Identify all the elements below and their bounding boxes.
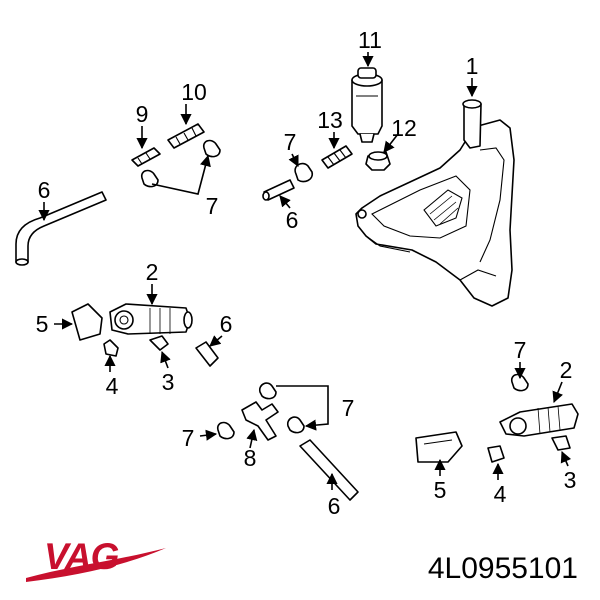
washer-pump bbox=[351, 67, 383, 143]
headlamp-washer-pump-right bbox=[499, 403, 579, 437]
callout-5-right: 5 bbox=[434, 477, 447, 503]
pump-nozzle bbox=[321, 145, 353, 169]
clamp-mid-top bbox=[258, 382, 277, 400]
callout-7-pump: 7 bbox=[284, 129, 297, 155]
callout-6-mid: 6 bbox=[328, 493, 341, 519]
brand-swoosh bbox=[26, 548, 166, 582]
callout-10: 10 bbox=[181, 79, 207, 105]
connector-10 bbox=[167, 123, 205, 149]
bracket-4-left bbox=[103, 339, 119, 357]
callout-12: 12 bbox=[391, 115, 417, 141]
hose-mid bbox=[299, 439, 359, 501]
callout-9: 9 bbox=[136, 101, 149, 127]
clamp-mid-left bbox=[216, 421, 235, 440]
callout-2-right: 2 bbox=[560, 357, 573, 383]
part-number: 4L0955101 bbox=[427, 552, 578, 585]
callout-11: 11 bbox=[358, 27, 382, 53]
connector-9 bbox=[131, 147, 161, 167]
leader-lines bbox=[38, 52, 572, 490]
callout-3-left: 3 bbox=[162, 369, 175, 395]
callout-7-mid: 7 bbox=[342, 395, 355, 421]
cover-5-right bbox=[415, 431, 463, 463]
short-hose bbox=[262, 179, 295, 201]
callout-labels: 1 11 13 12 7 6 9 10 7 6 2 5 4 3 6 7 7 8 … bbox=[36, 27, 577, 519]
callout-2-left: 2 bbox=[146, 259, 159, 285]
short-hose-left bbox=[195, 341, 219, 367]
callout-1: 1 bbox=[466, 53, 479, 79]
clamp-right bbox=[202, 139, 221, 158]
callout-5-left: 5 bbox=[36, 311, 49, 337]
callout-7-right: 7 bbox=[514, 337, 527, 363]
clamp-mid-right bbox=[286, 416, 305, 434]
cover-5-left bbox=[71, 303, 103, 341]
callout-7-top: 7 bbox=[206, 193, 219, 219]
grommet bbox=[365, 151, 391, 171]
brand-logo: VAG bbox=[44, 536, 119, 577]
callout-4-left: 4 bbox=[106, 373, 119, 399]
hose-clamp bbox=[294, 162, 314, 183]
bolt-3-right bbox=[551, 435, 571, 451]
callout-6-pump: 6 bbox=[286, 207, 299, 233]
callout-3-right: 3 bbox=[564, 467, 577, 493]
bolt-3-left bbox=[149, 335, 169, 351]
long-hose-left bbox=[15, 191, 107, 266]
bracket-4-right bbox=[487, 445, 505, 463]
callout-6-left: 6 bbox=[38, 177, 51, 203]
callout-7-mid-left: 7 bbox=[182, 425, 195, 451]
washer-reservoir bbox=[355, 99, 515, 307]
headlamp-washer-pump-left bbox=[109, 303, 193, 335]
clamp-left bbox=[140, 169, 159, 188]
callout-4-right: 4 bbox=[494, 481, 507, 507]
t-piece bbox=[241, 401, 279, 441]
callout-8: 8 bbox=[244, 445, 257, 471]
callout-13: 13 bbox=[317, 107, 343, 133]
callout-6-left-short: 6 bbox=[220, 311, 233, 337]
